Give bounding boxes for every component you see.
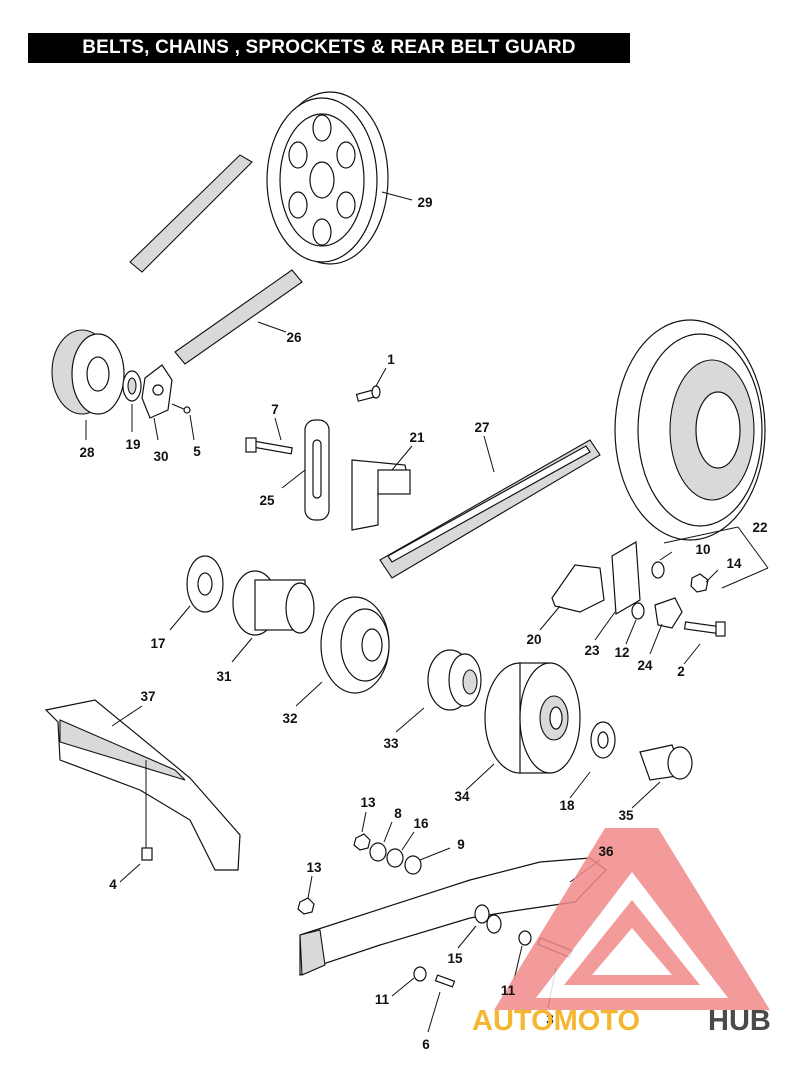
axle-spacer <box>639 744 693 781</box>
callout-label: 27 <box>474 420 489 435</box>
callout-label: 12 <box>614 645 629 660</box>
adjuster-bolt <box>245 437 293 455</box>
slider-plate <box>611 540 641 616</box>
callout-label: 7 <box>271 402 279 417</box>
washer-12 <box>631 602 645 620</box>
callout-label: 33 <box>383 736 399 751</box>
callout-label: 28 <box>79 445 95 460</box>
callout-label: 10 <box>695 542 710 557</box>
callout-label: 35 <box>618 808 634 823</box>
rear-belt-guard <box>299 857 607 976</box>
front-sprocket <box>320 596 390 694</box>
callout-label: 22 <box>752 520 767 535</box>
callout-label: 9 <box>457 837 465 852</box>
nut-13b <box>297 897 315 915</box>
rear-belt-pulley <box>266 91 389 265</box>
mount-screw <box>355 385 381 402</box>
callout-label: 6 <box>422 1037 430 1052</box>
bolt-2 <box>683 621 726 637</box>
watermark-brand-part2: HUB <box>708 1005 771 1037</box>
callout-label: 21 <box>409 430 425 445</box>
page-title: BELTS, CHAINS , SPROCKETS & REAR BELT GU… <box>82 37 576 58</box>
callout-label: 25 <box>259 493 275 508</box>
bushing-8 <box>369 842 387 862</box>
watermark-logo <box>494 828 770 1010</box>
callout-label: 11 <box>375 992 390 1007</box>
callout-label: 3 <box>546 1012 554 1027</box>
spacer-washer <box>186 555 224 613</box>
callout-label: 5 <box>193 444 201 459</box>
adjuster-plate <box>304 419 330 521</box>
washer-18 <box>590 721 616 759</box>
watermark-brand-part1: AUTOMOTO <box>472 1005 640 1037</box>
bushing-15 <box>474 904 490 924</box>
transmission-pulley <box>51 329 125 415</box>
callout-label: 34 <box>454 789 470 804</box>
callout-label: 30 <box>153 449 168 464</box>
callout-label: 36 <box>598 844 614 859</box>
nut-13a <box>353 833 371 851</box>
callout-label: 13 <box>360 795 376 810</box>
callout-label: 31 <box>216 669 232 684</box>
bolt-6 <box>434 974 456 988</box>
nut-14 <box>690 573 709 593</box>
guard-screw-4 <box>141 760 153 861</box>
washer-11b <box>518 930 532 946</box>
callout-label: 8 <box>394 806 402 821</box>
watermark-text: AUTOMOTO HUB <box>472 1005 771 1037</box>
spacer-9 <box>404 855 422 875</box>
rear-sprocket <box>614 319 766 541</box>
drive-chain <box>379 439 601 579</box>
callout-label: 17 <box>150 636 165 651</box>
lock-plate-24 <box>654 597 683 629</box>
callout-label: 26 <box>286 330 302 345</box>
clutch-drum <box>484 662 581 774</box>
lock-plate <box>141 364 173 419</box>
washer-10 <box>651 561 665 579</box>
callout-label: 11 <box>501 983 516 998</box>
callout-label: 4 <box>109 877 117 892</box>
chain-slider <box>551 564 605 613</box>
callout-label: 1 <box>387 352 395 367</box>
callout-label: 20 <box>526 632 541 647</box>
callout-label: 23 <box>584 643 600 658</box>
callout-label: 32 <box>282 711 297 726</box>
callout-label: 2 <box>677 664 685 679</box>
lock-plate-screw <box>171 403 191 414</box>
sprocket-hub <box>232 570 315 636</box>
callout-label: 19 <box>125 437 140 452</box>
callout-label: 29 <box>417 195 432 210</box>
callout-label: 16 <box>413 816 429 831</box>
callout-label: 18 <box>559 798 575 813</box>
callout-labels: 29 26 1 7 21 27 28 19 30 5 25 22 10 14 1… <box>79 195 767 1052</box>
bushing-15b <box>486 914 502 934</box>
callout-label: 13 <box>306 860 322 875</box>
bushing-16 <box>386 848 404 868</box>
callout-label: 24 <box>637 658 653 673</box>
callout-label: 37 <box>140 689 155 704</box>
drive-gear-33 <box>427 649 482 711</box>
callout-22-bracket <box>663 526 769 589</box>
front-belt-guard <box>44 699 241 871</box>
pulley-washer <box>122 370 142 402</box>
callout-label: 15 <box>447 951 463 966</box>
title-bar: BELTS, CHAINS , SPROCKETS & REAR BELT GU… <box>28 33 630 63</box>
drive-belt <box>129 154 303 365</box>
callout-label: 14 <box>726 556 742 571</box>
washer-11a <box>413 966 427 982</box>
chain-bracket <box>351 459 411 531</box>
